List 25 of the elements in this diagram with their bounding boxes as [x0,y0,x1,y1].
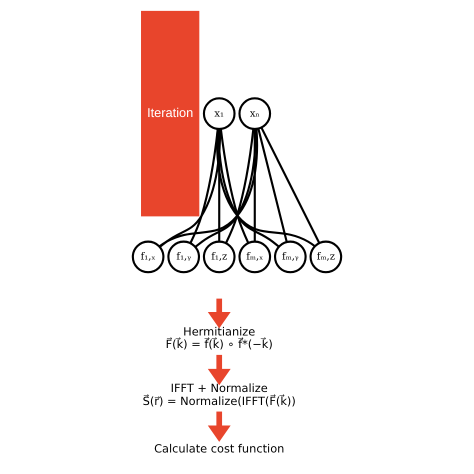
connector [158,128,258,248]
connector [194,129,257,248]
connector [225,128,254,244]
node-circle: fₘ,ₓ [238,240,272,274]
node-text: IFFT + Normalize S⃗(r⃗) = Normalize(IFFT(F⃗(k⃗)) [142,381,296,408]
node-circle: x₁ [202,97,236,130]
node-circle: f₁,ₓ [132,240,164,274]
connector [216,128,316,248]
connector [254,129,256,242]
connector [257,128,288,242]
node-circle: f₁,z [202,240,236,274]
node-circle: xₙ [238,97,272,130]
connector [159,129,222,248]
node-circle: f₁,ᵧ [167,240,200,274]
node-circle: fₘ,z [310,240,342,274]
arrow [208,298,231,328]
node-text: Hermitianize F⃗(k⃗) = f⃗(k⃗) ∘ f⃗*(−k⃗) [166,324,273,352]
node-box: Iteration [141,10,200,216]
arrow [208,412,231,442]
node-circle: fₘ,ᵧ [274,240,307,274]
connector [218,129,280,248]
connector [260,127,320,244]
node-text: Calculate cost function [154,442,284,456]
connector [220,128,250,244]
arrow [208,354,231,386]
